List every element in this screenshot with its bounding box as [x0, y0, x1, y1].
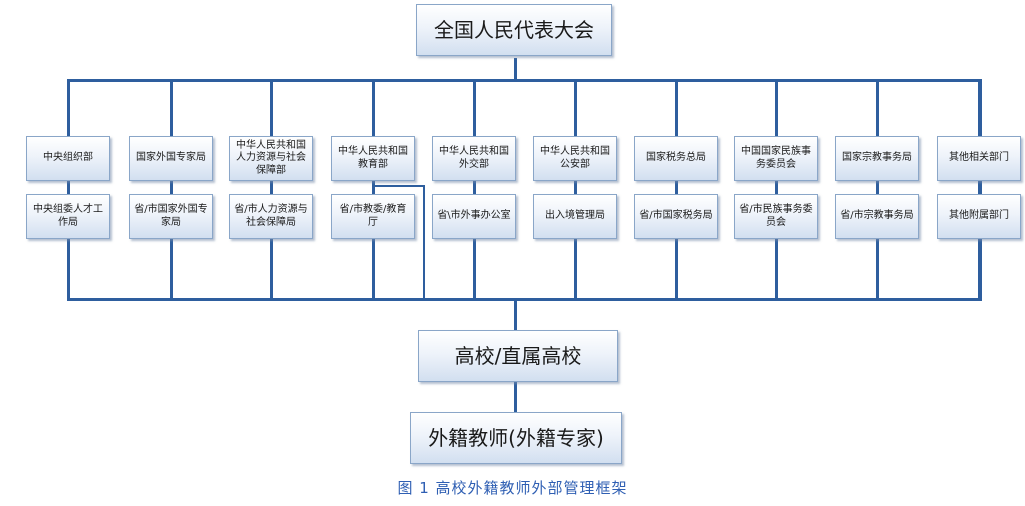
local-office-box-foreign-expert: 省/市国家外国专家局 [129, 194, 213, 239]
connector-column-org-dept [67, 80, 70, 300]
connector-column-other-depts [978, 80, 981, 300]
dept-box-hr-social: 中华人民共和国人力资源与社会保障部 [229, 136, 313, 181]
connector-education-branch-v [423, 185, 425, 300]
dept-box-other-depts: 其他相关部门 [937, 136, 1021, 181]
dept-box-public-security: 中华人民共和国公安部 [533, 136, 617, 181]
connector-top-stem [514, 58, 517, 80]
local-office-box-hr-social: 省/市人力资源与社会保障局 [229, 194, 313, 239]
connector-top-bar [67, 79, 982, 82]
connector-column-education [372, 80, 375, 300]
local-office-box-foreign-affairs: 省\市外事办公室 [432, 194, 516, 239]
connector-column-religious-affairs [876, 80, 879, 300]
foreign-teacher-box: 外籍教师(外籍专家) [410, 412, 622, 464]
connector-column-ethnic-affairs [775, 80, 778, 300]
connector-column-taxation [675, 80, 678, 300]
dept-box-foreign-affairs: 中华人民共和国外交部 [432, 136, 516, 181]
local-office-box-org-dept: 中央组委人才工作局 [26, 194, 110, 239]
dept-box-religious-affairs: 国家宗教事务局 [835, 136, 919, 181]
top-authority-box: 全国人民代表大会 [416, 4, 612, 56]
local-office-box-taxation: 省/市国家税务局 [634, 194, 718, 239]
figure-caption: 图 1 高校外籍教师外部管理框架 [397, 479, 628, 497]
dept-box-education: 中华人民共和国教育部 [331, 136, 415, 181]
connector-column-foreign-expert [170, 80, 173, 300]
connector-column-foreign-affairs [473, 80, 476, 300]
connector-university-stem [514, 298, 517, 331]
dept-box-foreign-expert: 国家外国专家局 [129, 136, 213, 181]
dept-box-org-dept: 中央组织部 [26, 136, 110, 181]
local-office-box-religious-affairs: 省/市宗教事务局 [835, 194, 919, 239]
dept-box-ethnic-affairs: 中国国家民族事务委员会 [734, 136, 818, 181]
local-office-box-other-depts: 其他附属部门 [937, 194, 1021, 239]
connector-column-hr-social [270, 80, 273, 300]
connector-column-public-security [574, 80, 577, 300]
local-office-box-education: 省/市教委/教育厅 [331, 194, 415, 239]
connector-bottom-bar [67, 298, 982, 301]
local-office-box-ethnic-affairs: 省/市民族事务委员会 [734, 194, 818, 239]
university-box: 高校/直属高校 [418, 330, 618, 382]
dept-box-taxation: 国家税务总局 [634, 136, 718, 181]
local-office-box-public-security: 出入境管理局 [533, 194, 617, 239]
connector-teacher-stem [514, 382, 517, 413]
connector-education-branch-h [374, 185, 424, 187]
